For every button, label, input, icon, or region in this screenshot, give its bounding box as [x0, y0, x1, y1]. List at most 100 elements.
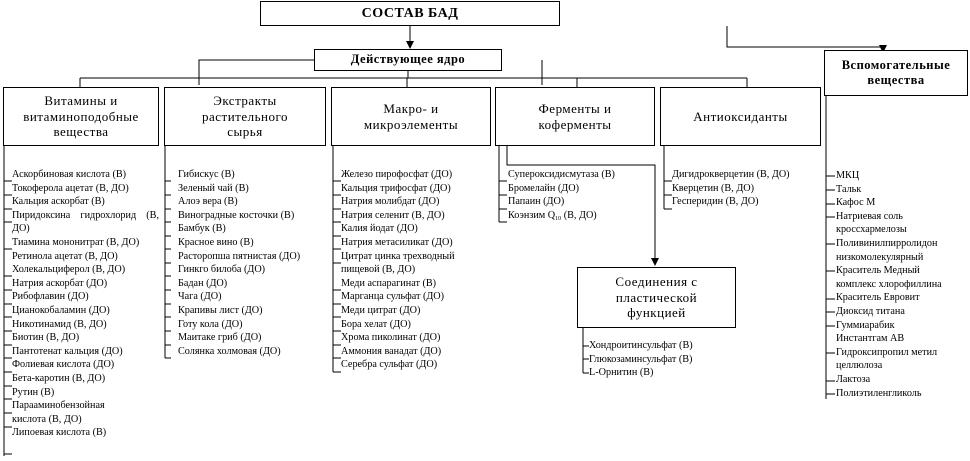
list-item: Глюкозаминсульфат (В)	[589, 353, 693, 365]
list-item: Кверцетин (В, ДО)	[672, 182, 755, 194]
list-item: Аскорбиновая кислота (В)	[12, 169, 127, 180]
list-item: Гидроксипропил метил	[836, 346, 938, 358]
list-item: Полиэтиленгликоль	[836, 387, 922, 399]
list-item: Инстантгам АВ	[836, 333, 905, 345]
extracts-box: Экстракты растительного сырья	[164, 87, 326, 146]
list-item: Кальция аскорбат (В)	[12, 196, 105, 208]
enzymes-title: Ферменты и коферменты	[538, 100, 612, 132]
vitamins-title: Витамины и витаминоподобные вещества	[23, 92, 139, 140]
list-item: Натрия аскорбат (ДО)	[12, 277, 108, 289]
list-item: Бета-каротин (В, ДО)	[12, 372, 106, 384]
root-box: СОСТАВ БАД	[260, 1, 560, 26]
list-item: Холекальциферол (В, ДО)	[12, 264, 126, 276]
macro-list: Железо пирофосфат (ДО) Кальция трифосфат…	[341, 168, 481, 372]
list-item: Маитаке гриб (ДО)	[178, 332, 262, 344]
list-item: Биотин (В, ДО)	[12, 332, 80, 344]
list-item: Калия йодат (ДО)	[341, 223, 418, 235]
list-item: Красное вино (В)	[178, 236, 254, 248]
list-item: Тальк	[836, 183, 862, 195]
enzymes-box: Ферменты и коферменты	[495, 87, 655, 146]
antioxidants-box: Антиоксиданты	[660, 87, 821, 146]
vitamins-list: Аскорбиновая кислота (В) Токоферола ацет…	[12, 168, 159, 440]
list-item-coenzyme: Коэнзим Q10 (В, ДО)	[508, 209, 653, 227]
auxiliary-box: Вспомогательные вещества	[824, 50, 968, 96]
list-item: Крапивы лист (ДО)	[178, 304, 263, 316]
list-item: Гесперидин (В, ДО)	[672, 196, 759, 208]
enzymes-list: Супероксидисмутаза (В) Бромелайн (ДО) Па…	[508, 168, 653, 226]
extracts-title: Экстракты растительного сырья	[201, 92, 288, 140]
antioxidants-title: Антиоксиданты	[693, 108, 788, 124]
list-item: кроссхармелозы	[836, 224, 907, 236]
macro-box: Макро- и микроэлементы	[331, 87, 491, 146]
antioxidants-list: Дигидрокверцетин (В, ДО) Кверцетин (В, Д…	[672, 168, 817, 209]
coenzyme-name: Коэнзим Q	[508, 209, 556, 221]
list-item: Парааминобензойная кислота (В, ДО)	[12, 400, 105, 425]
list-item: Диоксид титана	[836, 305, 905, 317]
list-item: Кафос М	[836, 197, 876, 209]
list-item: Бамбук (В)	[178, 223, 226, 235]
list-item: Солянка холмовая (ДО)	[178, 345, 281, 357]
list-item: Краситель Медный	[836, 265, 920, 277]
list-item: Бромелайн (ДО)	[508, 182, 579, 194]
active-core-title: Действующее ядро	[350, 52, 466, 67]
list-item: Тиамина мононитрат (В, ДО)	[12, 236, 140, 248]
auxiliary-title: Вспомогательные вещества	[841, 57, 951, 87]
list-item: Поливинилпирролидон	[836, 237, 938, 249]
list-item: Краситель Евровит	[836, 292, 920, 304]
list-item: Липоевая кислота (В)	[12, 427, 107, 439]
list-item: Серебра сульфат (ДО)	[341, 359, 438, 371]
list-item: Чага (ДО)	[178, 291, 222, 303]
list-item: Гинкго билоба (ДО)	[178, 264, 266, 276]
extracts-list: Гибискус (В) Зеленый чай (В) Алоэ вера (…	[178, 168, 328, 358]
list-item: Фолиевая кислота (ДО)	[12, 359, 115, 371]
list-item: Зеленый чай (В)	[178, 182, 249, 194]
list-item: Дигидрокверцетин (В, ДО)	[672, 169, 790, 180]
list-item: Натриевая соль	[836, 210, 903, 222]
auxiliary-list: МКЦ Тальк Кафос М Натриевая соль кроссха…	[836, 169, 968, 400]
plastic-box: Соединения с пластической функцией	[577, 267, 736, 328]
plastic-title: Соединения с пластической функцией	[615, 273, 698, 321]
list-item: Рибофлавин (ДО)	[12, 291, 89, 303]
list-item: Натрия метасиликат (ДО)	[341, 236, 453, 248]
list-item: Готу кола (ДО)	[178, 318, 243, 330]
list-item: Кальция трифосфат (ДО)	[341, 182, 451, 194]
list-item: Виноградные косточки (В)	[178, 209, 295, 221]
list-item: Аммония ванадат (ДО)	[341, 345, 442, 357]
list-item: Бора хелат (ДО)	[341, 318, 411, 330]
plastic-list: Хондроитинсульфат (В) Глюкозаминсульфат …	[589, 339, 729, 380]
list-item: Гуммиарабик	[836, 319, 895, 331]
list-item: Марганца сульфат (ДО)	[341, 291, 445, 303]
list-item: МКЦ	[836, 170, 860, 181]
list-item: целлюлоза	[836, 360, 883, 372]
list-item: Никотинамид (В, ДО)	[12, 318, 107, 330]
list-item: Железо пирофосфат (ДО)	[341, 169, 453, 180]
coenzyme-subscript: 10	[555, 215, 562, 222]
list-item: Токоферола ацетат (В, ДО)	[12, 182, 129, 194]
list-item: Натрия селенит (В, ДО)	[341, 209, 445, 221]
list-item: Цианокобаламин (ДО)	[12, 304, 110, 316]
list-item: Меди аспарагинат (В)	[341, 277, 437, 289]
coenzyme-suffix: (В, ДО)	[561, 209, 597, 221]
list-item: Цитрат цинка трехводный пищевой (В, ДО)	[341, 250, 455, 276]
list-item: Папаин (ДО)	[508, 196, 565, 208]
list-item: Хондроитинсульфат (В)	[589, 340, 693, 351]
list-item: Пантотенат кальция (ДО)	[12, 345, 123, 357]
list-item: Натрия молибдат (ДО)	[341, 196, 440, 208]
vitamins-box: Витамины и витаминоподобные вещества	[3, 87, 159, 146]
list-item: L-Орнитин (В)	[589, 367, 654, 379]
list-item: комплекс хлорофиллина	[836, 278, 942, 290]
list-item: Расторопша пятнистая (ДО)	[178, 250, 301, 262]
macro-title: Макро- и микроэлементы	[363, 100, 459, 132]
list-item: Гибискус (В)	[178, 169, 235, 180]
list-item: Пиридоксина гидрохлорид (В, ДО)	[12, 209, 159, 235]
list-item: Ретинола ацетат (В, ДО)	[12, 250, 118, 262]
list-item: Супероксидисмутаза (В)	[508, 169, 615, 180]
list-item: Меди цитрат (ДО)	[341, 304, 421, 316]
list-item: Бадан (ДО)	[178, 277, 228, 289]
list-item: Алоэ вера (В)	[178, 196, 238, 208]
list-item: низкомолекулярный	[836, 251, 924, 263]
list-item: Хрома пиколинат (ДО)	[341, 332, 441, 344]
active-core-box: Действующее ядро	[314, 49, 502, 71]
root-title: СОСТАВ БАД	[361, 5, 459, 21]
